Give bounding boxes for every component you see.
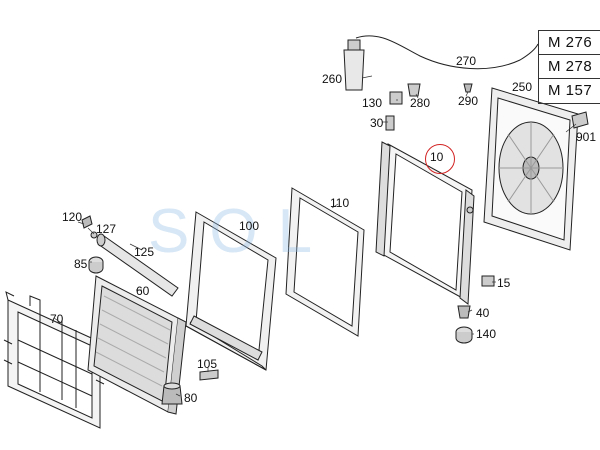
part-290-clip [463, 83, 473, 93]
label-60: 60 [136, 284, 150, 298]
label-260: 260 [322, 72, 343, 86]
label-127: 127 [96, 222, 117, 236]
part-140-mount [455, 326, 473, 344]
highlight-circle [425, 144, 455, 174]
part-80-mount [161, 382, 183, 405]
engine-code-row: M 276 [539, 31, 600, 55]
label-130: 130 [362, 96, 383, 110]
label-100: 100 [239, 219, 260, 233]
label-120: 120 [62, 210, 83, 224]
leader-lines [53, 75, 577, 397]
part-125-drier-tube [96, 233, 179, 297]
engine-code-table: M 276 M 278 M 157 [538, 30, 600, 104]
label-125: 125 [134, 245, 155, 259]
part-280-fitting [407, 83, 421, 97]
label-901: 901 [576, 130, 597, 144]
label-140: 140 [476, 327, 497, 341]
label-30: 30 [370, 116, 384, 130]
part-85-cap [88, 256, 104, 274]
label-110: 110 [330, 196, 350, 210]
watermark-text: SOL [148, 197, 333, 266]
part-260-reservoir [343, 39, 365, 91]
label-280: 280 [410, 96, 431, 110]
part-120-clip [81, 215, 93, 229]
part-10-radiator [375, 141, 475, 305]
label-40: 40 [476, 306, 490, 320]
label-250: 250 [512, 80, 533, 94]
part-70-front-carrier [3, 291, 105, 429]
label-270: 270 [456, 54, 477, 68]
part-250-fan-shroud [483, 87, 579, 251]
label-70: 70 [50, 312, 64, 326]
engine-code-row: M 278 [539, 55, 600, 79]
part-270-hose [355, 35, 539, 70]
part-130-sensor [389, 91, 403, 105]
label-85: 85 [74, 257, 88, 271]
label-105: 105 [197, 357, 218, 371]
engine-code-row: M 157 [548, 82, 593, 99]
part-105-bolt [199, 369, 219, 381]
label-290: 290 [458, 94, 479, 108]
part-30-fitting [385, 115, 395, 131]
label-80: 80 [184, 391, 198, 405]
part-127-seal [90, 231, 98, 239]
part-15-sensor [481, 275, 495, 287]
part-110-duct-frame [285, 187, 365, 337]
part-100-frame [185, 211, 277, 371]
label-10: 10 [430, 150, 444, 164]
part-40-clip [457, 305, 471, 319]
label-15: 15 [497, 276, 511, 290]
